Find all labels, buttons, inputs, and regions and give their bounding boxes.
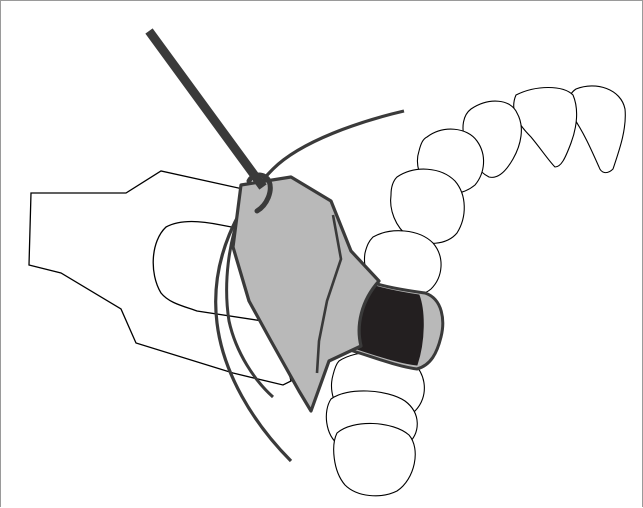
tooth-1 (569, 86, 625, 173)
probe-instrument (149, 31, 263, 187)
tooth-2 (514, 88, 577, 168)
tooth-9 (334, 423, 416, 495)
